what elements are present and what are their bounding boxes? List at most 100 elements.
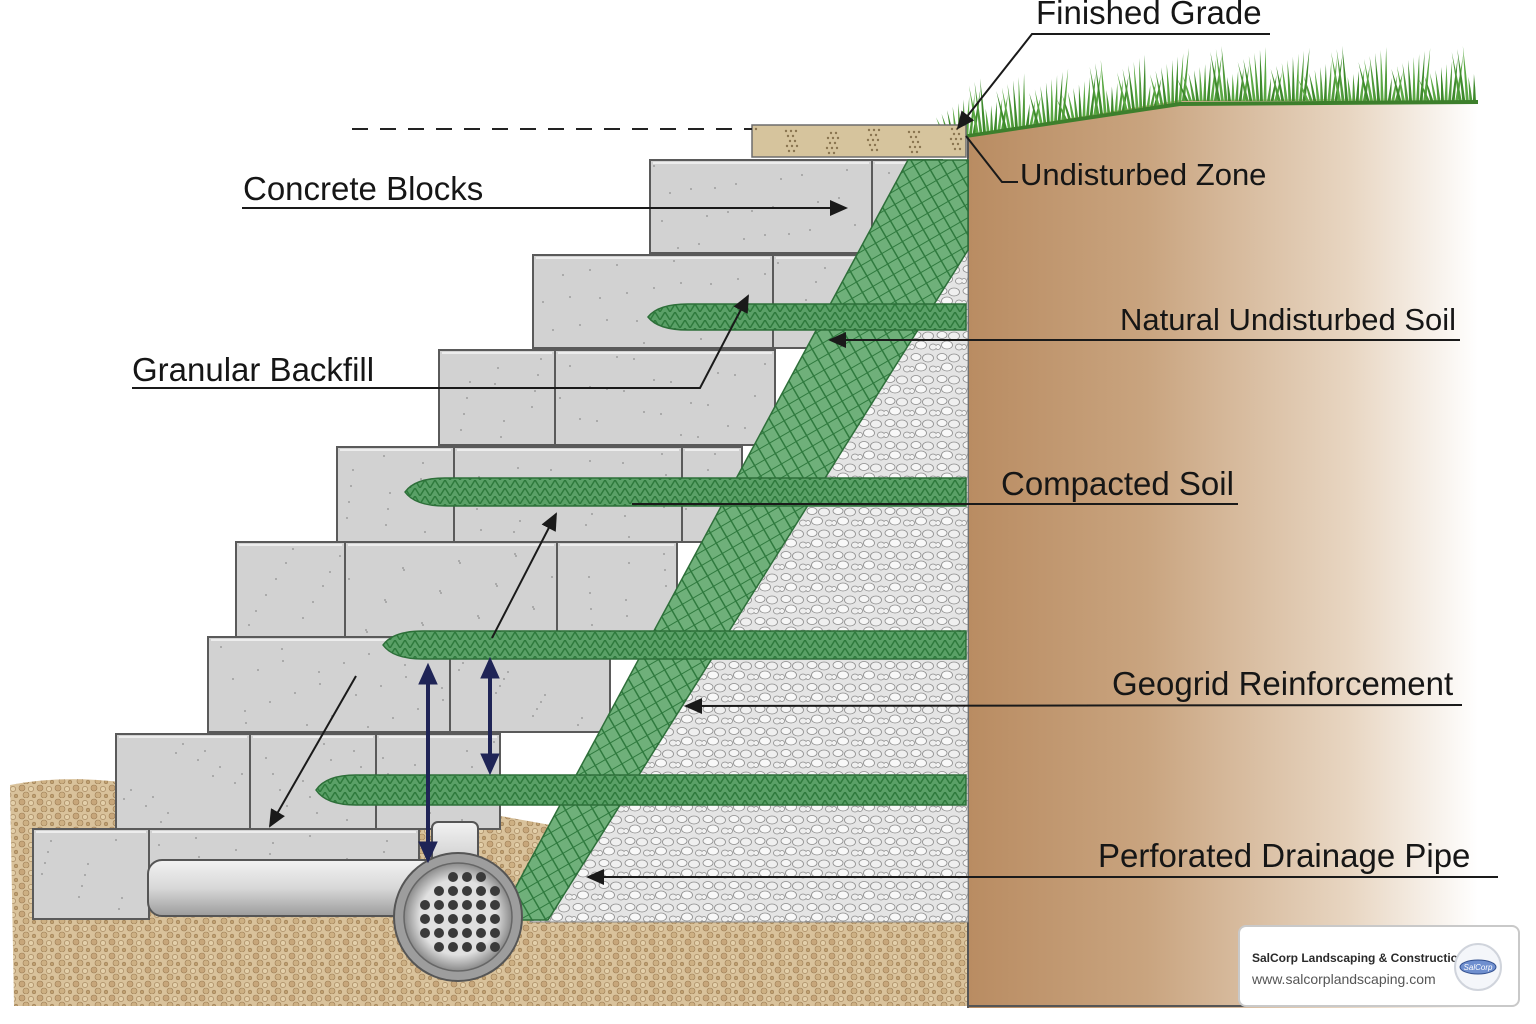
block-speckle xyxy=(78,896,80,898)
block-speckle xyxy=(550,469,552,471)
cap-speck xyxy=(876,138,880,142)
block-speckle xyxy=(764,273,766,275)
block-speckle xyxy=(706,215,708,217)
block-speckle xyxy=(663,553,665,555)
grass-blade xyxy=(1238,68,1244,101)
block-speckle xyxy=(700,338,702,340)
block-speckle xyxy=(355,694,357,696)
grass-blade xyxy=(1174,56,1178,104)
block-speckle xyxy=(653,379,655,381)
block-speckle xyxy=(569,365,571,367)
logo-text: SalCorp xyxy=(1464,963,1493,972)
grass-blade xyxy=(1387,78,1392,101)
block-speckle xyxy=(636,320,638,322)
natural-soil-region xyxy=(968,98,1478,1008)
block-speckle xyxy=(309,835,311,837)
pipe-hole xyxy=(462,886,472,896)
cap-speck xyxy=(908,145,912,149)
cap-speck xyxy=(913,145,917,149)
grass-blade xyxy=(1330,58,1337,101)
block-speckle xyxy=(466,397,468,399)
company-badge[interactable]: SalCorp Landscaping & Construction www.s… xyxy=(1238,925,1520,1007)
grass-blade xyxy=(1054,75,1058,123)
block-speckle xyxy=(198,856,200,858)
label-granular-backfill: Granular Backfill xyxy=(132,351,374,388)
grass-blade xyxy=(1309,73,1317,101)
block-speckle xyxy=(460,429,462,431)
grass-blade xyxy=(1057,71,1063,122)
grass-blade xyxy=(1295,54,1299,101)
grass-blade xyxy=(1299,51,1304,101)
block-speckle xyxy=(707,469,709,471)
block-speckle xyxy=(385,524,387,526)
block-speckle xyxy=(854,224,856,226)
cap-speck xyxy=(832,151,836,155)
company-url[interactable]: www.salcorplandscaping.com xyxy=(1252,971,1436,987)
pipe-hole xyxy=(434,900,444,910)
block-speckle xyxy=(130,789,132,791)
grass-blade xyxy=(1029,93,1040,126)
cap-speck xyxy=(784,129,788,133)
block-speckle xyxy=(458,669,460,671)
cap-speck xyxy=(831,136,835,140)
grass-blade xyxy=(1089,66,1100,116)
leader-lines xyxy=(132,33,1498,885)
block-speckle xyxy=(623,390,625,392)
pipe-hole xyxy=(462,942,472,952)
grass-blade xyxy=(1472,74,1476,101)
block-speckle xyxy=(690,188,692,190)
grass-blade xyxy=(1203,64,1207,101)
grass-blade xyxy=(1451,58,1458,101)
block-speckle xyxy=(503,420,505,422)
block-speckle xyxy=(599,297,601,299)
pipe-hole xyxy=(434,886,444,896)
block-speckle xyxy=(495,692,497,694)
block-speckle xyxy=(279,789,281,791)
grass-blade xyxy=(1155,70,1164,106)
grass-blade xyxy=(1139,58,1143,110)
block-speckle xyxy=(764,234,766,236)
cap-speck xyxy=(915,150,919,154)
pipe-hole xyxy=(490,900,500,910)
block-speckle xyxy=(197,759,199,761)
label-compacted-soil: Compacted Soil xyxy=(1001,465,1234,502)
block-speckle xyxy=(588,576,590,578)
block-speckle xyxy=(660,413,662,415)
grass-blade xyxy=(1358,62,1370,101)
top-cap-texture xyxy=(754,127,963,155)
pipe-hole xyxy=(434,942,444,952)
block-speckle xyxy=(302,617,304,619)
block-speckle xyxy=(352,469,354,471)
block-speckle xyxy=(461,819,463,821)
cap-speck xyxy=(872,128,876,132)
label-concrete-blocks: Concrete Blocks xyxy=(243,170,483,207)
concrete-block xyxy=(115,733,251,830)
grass-blade xyxy=(1416,54,1420,101)
block-speckle xyxy=(195,837,197,839)
block-speckle xyxy=(403,569,405,571)
block-speckle xyxy=(653,165,655,167)
block-speckle xyxy=(386,840,388,842)
block-speckle xyxy=(817,201,819,203)
cap-speck xyxy=(870,148,874,152)
block-speckle xyxy=(661,453,663,455)
cap-speck xyxy=(874,133,878,137)
block-speckle xyxy=(514,553,516,555)
block-speckle xyxy=(497,367,499,369)
block-speckle xyxy=(292,548,294,550)
concrete-block xyxy=(556,541,678,638)
concrete-block xyxy=(649,159,873,254)
cap-speck xyxy=(950,127,954,131)
pipe-hole xyxy=(476,900,486,910)
block-speckle xyxy=(469,381,471,383)
grass-blade xyxy=(974,81,983,134)
block-speckle xyxy=(441,687,443,689)
block-speckle xyxy=(665,474,667,476)
company-logo-icon: SalCorp xyxy=(1454,943,1502,991)
grass-blade xyxy=(1117,72,1129,112)
block-speckle xyxy=(232,678,234,680)
block-speckle xyxy=(350,485,352,487)
pipe-hole xyxy=(476,872,486,882)
block-speckle xyxy=(442,699,444,701)
cap-speck xyxy=(918,145,922,149)
